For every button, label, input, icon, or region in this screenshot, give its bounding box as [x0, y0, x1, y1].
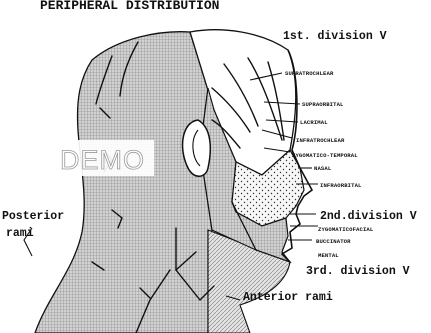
label-first-division: 1st. division V — [283, 30, 387, 43]
label-posterior-rami-line1: Posterior — [2, 210, 64, 223]
label-posterior-rami-line2: rami — [6, 227, 34, 240]
demo-watermark: DEMO — [56, 140, 154, 176]
demo-watermark-text: DEMO — [60, 145, 145, 175]
label-third-division: 3rd. division V — [306, 265, 410, 278]
label-second-division: 2nd.division V — [320, 210, 417, 223]
label-zygomaticotemporal: ZYGOMATICO-TEMPORAL — [292, 152, 358, 159]
label-nasal: NASAL — [314, 165, 332, 172]
label-supratrochlear: SUPRATROCHLEAR — [285, 70, 334, 77]
label-mental: MENTAL — [318, 252, 339, 259]
label-infratrochlear: INFRATROCHLEAR — [296, 137, 345, 144]
label-supraorbital: SUPRAORBITAL — [302, 101, 344, 108]
diagram-title: PERIPHERAL DISTRIBUTION — [40, 0, 219, 13]
label-infraorbital: INFRAORBITAL — [320, 182, 362, 189]
label-anterior-rami: Anterior rami — [243, 291, 333, 304]
label-buccinator: BUCCINATOR — [316, 238, 351, 245]
label-lacrimal: LACRIMAL — [300, 119, 328, 126]
label-zygomaticofacial: ZYGOMATICOFACIAL — [318, 226, 374, 233]
